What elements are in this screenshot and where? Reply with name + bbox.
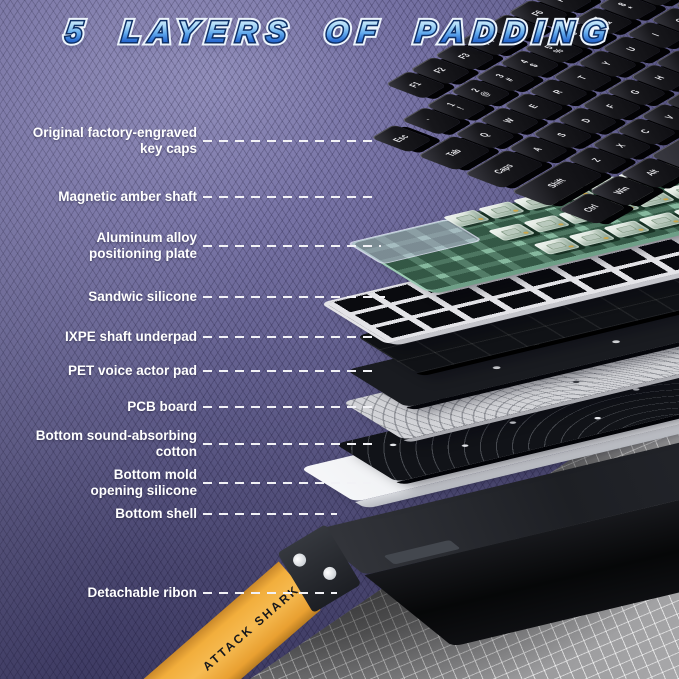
label-magnetic-shaft: Magnetic amber shaft bbox=[5, 189, 377, 205]
title-text: 5 LAYERS OF PADDING bbox=[0, 16, 679, 50]
label-bottom-shell: Bottom shell bbox=[5, 506, 337, 522]
page-title: 5 LAYERS OF PADDING 5 LAYERS OF PADDING … bbox=[0, 13, 679, 62]
label-sandwich-silicone: Sandwic silicone bbox=[5, 289, 385, 305]
label-ixpe-underpad: IXPE shaft underpad bbox=[5, 329, 377, 345]
label-pcb-board: PCB board bbox=[5, 399, 372, 415]
snap-button bbox=[320, 564, 339, 583]
label-bottom-cotton: Bottom sound-absorbing cotton bbox=[5, 428, 377, 460]
usb-port bbox=[383, 539, 461, 565]
snap-button bbox=[290, 551, 309, 569]
label-bottom-mold-silicone: Bottom mold opening silicone bbox=[5, 467, 371, 499]
label-keycaps: Original factory-engraved key caps bbox=[5, 125, 379, 157]
label-aluminum-plate: Aluminum alloy positioning plate bbox=[5, 230, 381, 262]
label-pet-pad: PET voice actor pad bbox=[5, 363, 375, 379]
label-detachable-ribbon: Detachable ribon bbox=[5, 585, 337, 601]
